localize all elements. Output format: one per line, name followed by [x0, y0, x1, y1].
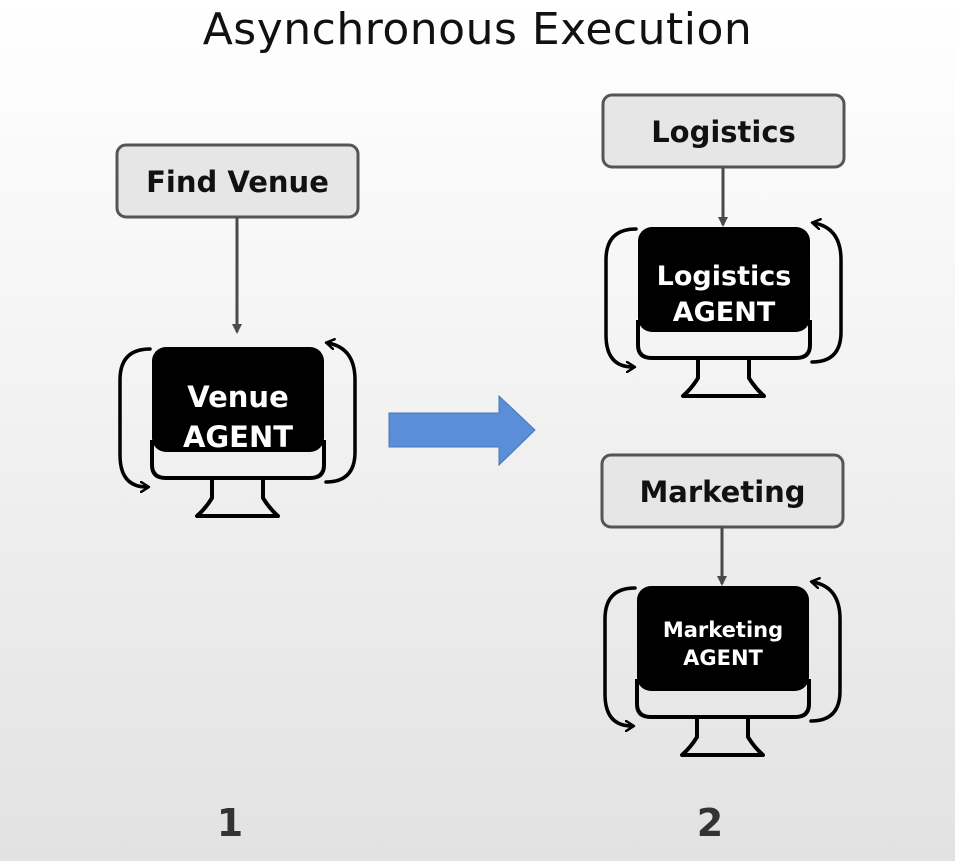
monitor-frame: [150, 440, 326, 480]
monitor-frame: [635, 679, 811, 719]
agent-label-marketing: Marketing: [663, 618, 783, 642]
task-box-logistics: Logistics: [601, 93, 846, 169]
task-box-find-venue: Find Venue: [115, 143, 360, 219]
loop-arrow-right: [809, 582, 842, 723]
monitor-icon: Venue AGENT: [150, 347, 326, 518]
agent-label-venue-suffix: AGENT: [183, 420, 293, 454]
stage-2-logistics: Logistics Logistics AGENT: [601, 93, 846, 398]
stage-2-marketing: Marketing Marketing AGENT 2: [600, 453, 845, 845]
loop-arrow-right: [810, 223, 843, 364]
loop-arrow-left: [603, 586, 637, 726]
agent-screen: [638, 227, 810, 332]
cycle-arrows-icon: [604, 223, 843, 367]
agent-screen: [152, 347, 324, 452]
task-box-marketing: Marketing: [600, 453, 845, 529]
loop-arrow-left: [604, 227, 638, 367]
task-label-logistics: Logistics: [651, 115, 796, 149]
monitor-stand: [195, 478, 280, 518]
loop-arrow-right: [324, 343, 357, 484]
monitor-frame: [636, 320, 812, 360]
agent-label-logistics: Logistics: [657, 261, 792, 292]
agent-label-marketing-suffix: AGENT: [683, 646, 763, 670]
cycle-arrows-icon: [603, 582, 842, 726]
monitor-icon: Marketing AGENT: [635, 586, 811, 757]
stage-1-venue: Find Venue Venue AGENT 1: [115, 143, 360, 845]
diagram-title: Asynchronous Execution: [202, 4, 753, 55]
right-arrow-icon: [388, 394, 536, 467]
agent-label-logistics-suffix: AGENT: [673, 297, 776, 328]
stage-number-2: 2: [697, 801, 723, 845]
monitor-icon: Logistics AGENT: [636, 227, 812, 398]
loop-arrow-left: [118, 347, 152, 487]
monitor-stand: [680, 717, 765, 757]
stage-number-1: 1: [217, 801, 243, 845]
cycle-arrows-icon: [118, 343, 357, 487]
task-label-find-venue: Find Venue: [146, 165, 329, 199]
agent-label-venue: Venue: [187, 380, 289, 414]
monitor-stand: [681, 358, 766, 398]
task-label-marketing: Marketing: [639, 475, 805, 509]
agent-screen: [637, 586, 809, 691]
